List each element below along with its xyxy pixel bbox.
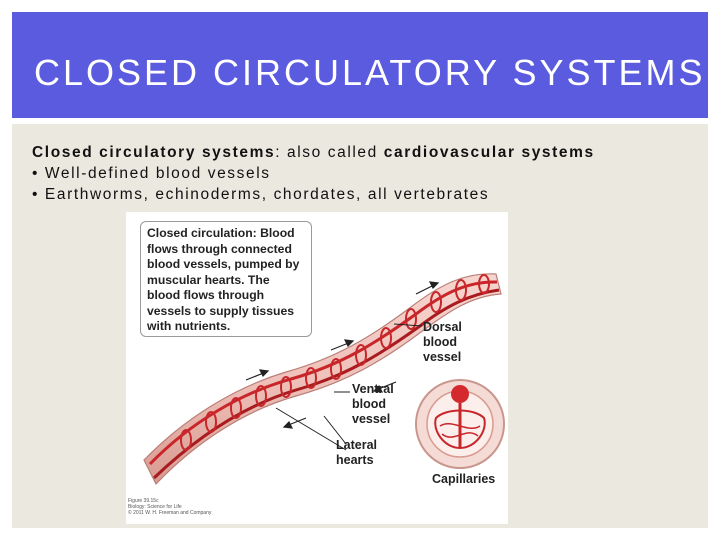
bullet-vessels: • Well-defined blood vessels xyxy=(32,165,271,182)
capillaries-inset xyxy=(415,379,505,469)
capillaries-label: Capillaries xyxy=(432,472,496,486)
dorsal-label: Dorsal blood vessel xyxy=(423,320,462,364)
lateral-hearts-label: Lateral hearts xyxy=(336,438,377,467)
definition-text: : also called xyxy=(275,144,384,161)
bullet-organisms: • Earthworms, echinoderms, chordates, al… xyxy=(32,186,490,203)
bullet-list: Closed circulatory systems: also called … xyxy=(32,144,595,207)
content-panel: Closed circulatory systems: also called … xyxy=(12,124,708,528)
slide-title: CLOSED CIRCULATORY SYSTEMS xyxy=(34,52,706,93)
dorsal-vessel-line xyxy=(148,280,498,466)
term-cardiovascular: cardiovascular systems xyxy=(383,144,595,161)
title-bar: CLOSED CIRCULATORY SYSTEMS xyxy=(12,12,708,118)
worm-body xyxy=(143,273,502,486)
figure-credit: Figure 39.15c Biology: Science for Life … xyxy=(128,498,212,516)
circulation-figure: Closed circulation: Blood flows through … xyxy=(126,212,508,524)
ventral-label: Ventral blood vessel xyxy=(352,382,394,426)
callout-box: Closed circulation: Blood flows through … xyxy=(140,221,312,337)
term-closed: Closed circulatory systems xyxy=(32,144,276,161)
leader-lines xyxy=(275,323,423,451)
flow-arrows xyxy=(245,281,440,429)
definition-line: Closed circulatory systems: also called … xyxy=(32,144,595,165)
lateral-loops xyxy=(180,274,490,451)
worm-illustration xyxy=(143,273,505,486)
